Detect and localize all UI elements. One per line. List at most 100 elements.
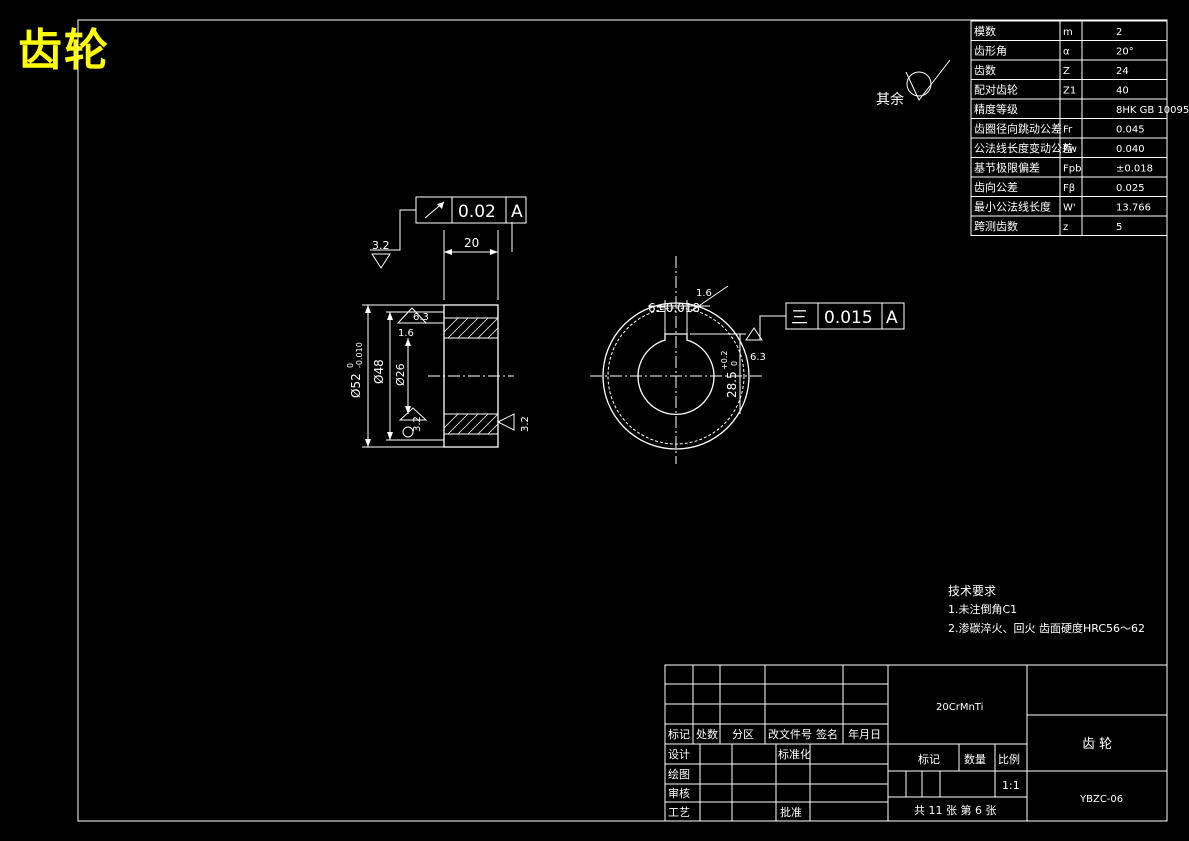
bore-diameter-dim: Ø26 xyxy=(394,363,407,386)
part-name: 齿 轮 xyxy=(1082,737,1112,752)
role-design: 设计 xyxy=(668,748,690,761)
param-value: 5 xyxy=(1116,222,1122,233)
sheet-count: 共 11 张 第 6 张 xyxy=(914,803,996,817)
param-row: 跨测齿数 z 5 xyxy=(974,220,1122,233)
keyway-depth-tol-up: +0.2 xyxy=(720,351,729,370)
drawing-title: 齿轮 xyxy=(18,25,110,76)
keyway-width-dim: 6±0.018 xyxy=(648,301,700,315)
param-name: 齿向公差 xyxy=(974,180,1018,194)
roughness-prefix: 其余 xyxy=(876,91,904,108)
keyway-depth-dim: 28.5 xyxy=(725,371,739,398)
param-row: 模数 m 2 xyxy=(974,25,1122,38)
param-symbol: Fpb xyxy=(1063,164,1081,175)
roughness-top-value: 3.2 xyxy=(372,239,390,252)
param-name: 精度等级 xyxy=(974,102,1018,116)
param-row: 精度等级 8HK GB 10095-1988 xyxy=(974,102,1189,116)
outer-diameter-tol-low: -0.010 xyxy=(355,342,364,368)
symmetry-datum: A xyxy=(886,308,898,328)
param-row: 齿数 Z 24 xyxy=(974,64,1129,77)
param-name: 跨测齿数 xyxy=(974,220,1018,233)
param-value: 40 xyxy=(1116,86,1129,97)
param-value: 8HK GB 10095-1988 xyxy=(1116,105,1189,116)
quantity-label: 数量 xyxy=(964,753,986,766)
param-symbol: Fβ xyxy=(1063,183,1075,194)
drawing-number: YBZC-06 xyxy=(1079,794,1123,805)
param-symbol: z xyxy=(1063,222,1068,233)
front-section-view: 0.02 A 3.2 20 xyxy=(346,196,531,448)
param-name: 基节极限偏差 xyxy=(974,161,1040,175)
param-symbol: W' xyxy=(1063,203,1076,214)
runout-value: 0.02 xyxy=(458,202,496,222)
roughness-side-value: 3.2 xyxy=(520,416,531,432)
rev-header-mark: 标记 xyxy=(668,727,690,741)
param-name: 齿形角 xyxy=(974,45,1007,58)
keyway-depth-tol-low: 0 xyxy=(730,361,739,366)
param-name: 齿圈径向跳动公差 xyxy=(974,122,1062,136)
standardization-label: 标准化 xyxy=(778,747,811,761)
param-value: 2 xyxy=(1116,27,1122,38)
root-diameter-dim: Ø48 xyxy=(372,359,386,384)
technical-requirements: 技术要求 1.未注倒角C1 2.渗碳淬火、回火 齿面硬度HRC56～62 xyxy=(948,584,1145,635)
param-symbol: Z1 xyxy=(1063,86,1076,97)
rev-header-zone: 分区 xyxy=(732,728,754,741)
rev-header-date: 年月日 xyxy=(848,727,881,741)
scale-value: 1:1 xyxy=(1002,779,1020,792)
param-name: 齿数 xyxy=(974,64,996,77)
side-view: 6±0.018 1.6 三 0.015 A 28.5 +0.2 0 6.3 xyxy=(590,256,905,464)
outer-diameter-dim: Ø52 xyxy=(349,373,363,398)
param-symbol: Fr xyxy=(1063,125,1073,136)
side-roughness: 6.3 xyxy=(750,352,766,363)
keyway-roughness: 1.6 xyxy=(696,288,712,299)
role-drawing: 绘图 xyxy=(668,767,690,781)
param-name: 配对齿轮 xyxy=(974,83,1018,97)
tech-item-1: 1.未注倒角C1 xyxy=(948,602,1017,616)
parameter-table: 模数 m 2 齿形角 α 20° 齿数 Z 24 配对齿轮 Z1 40 精度等级 8HK GB 10095… xyxy=(970,20,1189,236)
param-name: 最小公法线长度 xyxy=(974,200,1051,214)
param-value: ±0.018 xyxy=(1116,164,1153,175)
material: 20CrMnTi xyxy=(936,702,983,713)
param-row: 配对齿轮 Z1 40 xyxy=(974,83,1129,97)
param-symbol: α xyxy=(1063,47,1070,58)
param-value: 20° xyxy=(1116,47,1134,58)
param-value: 24 xyxy=(1116,66,1129,77)
param-value: 13.766 xyxy=(1116,203,1151,214)
param-value: 0.040 xyxy=(1116,144,1145,155)
roughness-face-1-6: 1.6 xyxy=(398,328,414,339)
title-block-text: 标记 处数 分区 改文件号 签名 年月日 设计 绘图 审核 工艺 标准化 批准 … xyxy=(668,702,1123,819)
roughness-bottom-value: 3.2 xyxy=(412,416,423,432)
title-block xyxy=(664,664,1168,822)
param-value: 0.025 xyxy=(1116,183,1145,194)
mark-label: 标记 xyxy=(918,752,940,766)
symmetry-value: 0.015 xyxy=(824,308,873,328)
param-row: 最小公法线长度 W' 13.766 xyxy=(974,200,1151,214)
role-review: 审核 xyxy=(668,786,690,800)
param-row: 齿形角 α 20° xyxy=(974,45,1134,58)
roughness-face-6-3: 6.3 xyxy=(413,312,429,323)
symmetry-icon: 三 xyxy=(791,308,808,328)
param-row: 基节极限偏差 Fpb ±0.018 xyxy=(974,161,1153,175)
rev-header-count: 处数 xyxy=(696,728,718,741)
rev-header-sign: 签名 xyxy=(816,727,838,741)
tech-item-2: 2.渗碳淬火、回火 齿面硬度HRC56～62 xyxy=(948,621,1145,635)
role-process: 工艺 xyxy=(668,806,690,819)
param-symbol: Fw xyxy=(1063,144,1077,155)
outer-diameter-tol-up: 0 xyxy=(346,363,355,368)
general-roughness-note: 其余 xyxy=(876,59,951,108)
param-name: 公法线长度变动公差 xyxy=(974,141,1073,155)
param-symbol: Z xyxy=(1063,66,1070,77)
rev-header-docno: 改文件号 xyxy=(768,727,812,741)
keyway-bore-outline xyxy=(637,333,715,415)
roughness-circle-symbol xyxy=(906,71,932,97)
param-value: 0.045 xyxy=(1116,125,1145,136)
param-symbol: m xyxy=(1063,27,1073,38)
section-hatching xyxy=(443,317,499,435)
width-dimension: 20 xyxy=(464,236,479,250)
param-name: 模数 xyxy=(974,25,996,38)
drawing-border xyxy=(77,19,1168,822)
roughness-check-symbol xyxy=(905,59,951,101)
approve-label: 批准 xyxy=(780,805,802,819)
runout-datum: A xyxy=(511,202,523,222)
